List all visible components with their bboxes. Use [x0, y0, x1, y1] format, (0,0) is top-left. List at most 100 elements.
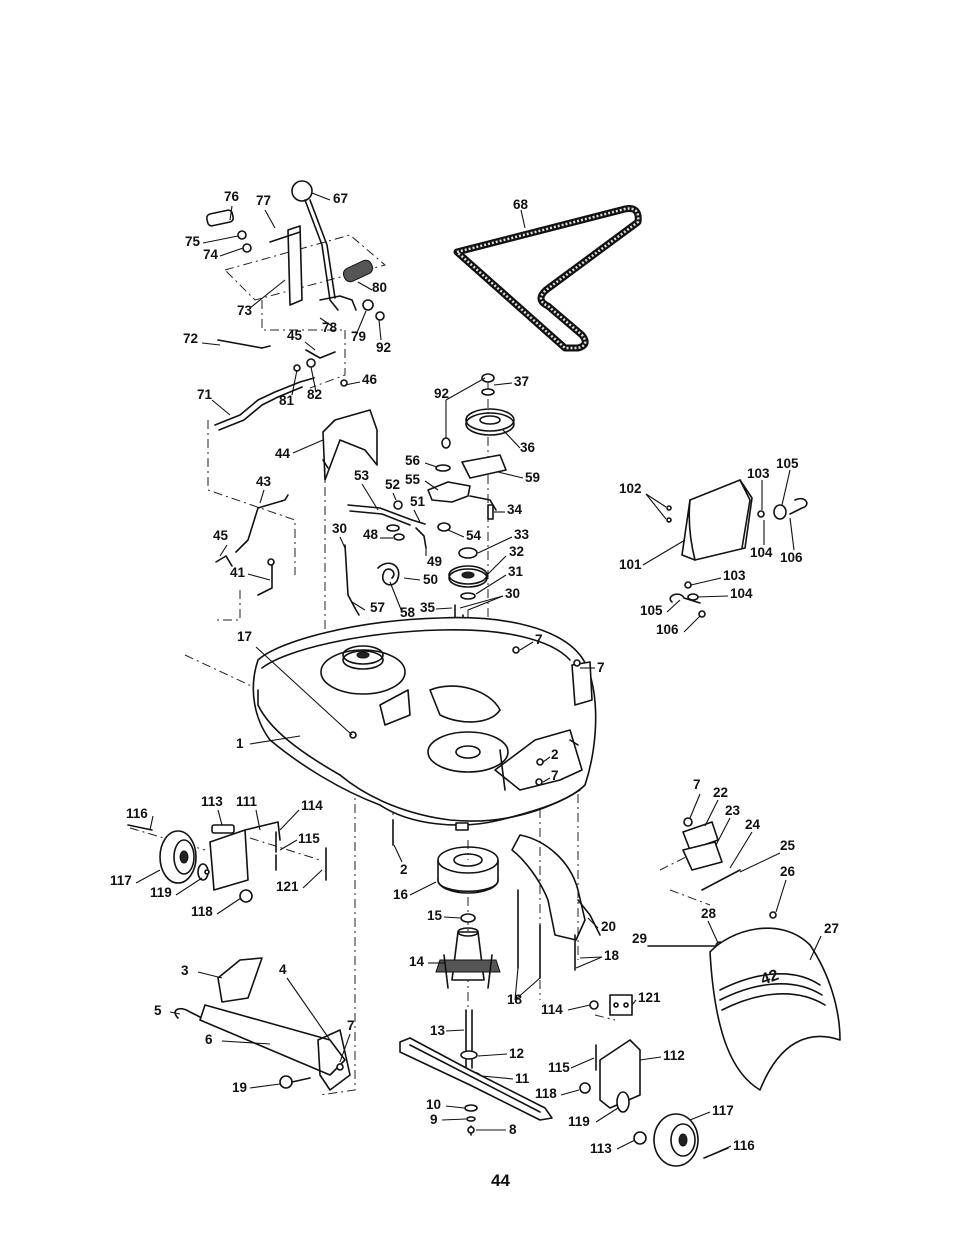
part-label-l58: 58 [400, 605, 416, 620]
part-label-l34: 34 [507, 502, 523, 517]
part-label-l119a: 119 [150, 885, 172, 900]
part-label-l32: 32 [509, 544, 524, 559]
part-label-l117a: 117 [110, 873, 132, 888]
part-label-l7b: 7 [597, 660, 605, 675]
part-label-l2a: 2 [551, 747, 559, 762]
part-label-l68: 68 [513, 197, 529, 212]
part-label-l5: 5 [154, 1003, 162, 1018]
part-label-l78: 78 [322, 320, 338, 335]
part-label-l79: 79 [351, 329, 366, 344]
part-label-l106a: 106 [780, 550, 803, 565]
gauge-wheel-right [579, 994, 729, 1167]
part-label-l31: 31 [508, 564, 524, 579]
part-label-l57: 57 [370, 600, 385, 615]
part-label-l74: 74 [203, 247, 219, 262]
lift-lever-assembly [205, 180, 385, 481]
part-label-l23: 23 [725, 803, 741, 818]
page-number: 44 [491, 1171, 510, 1190]
part-label-l51: 51 [410, 494, 426, 509]
part-label-l121b: 121 [638, 990, 661, 1005]
part-label-l82: 82 [307, 387, 322, 402]
part-label-l14: 14 [409, 954, 425, 969]
part-label-l106b: 106 [656, 622, 679, 637]
part-label-l76: 76 [224, 189, 240, 204]
part-label-l54: 54 [466, 528, 482, 543]
mower-deck [252, 616, 597, 846]
part-label-l102: 102 [619, 481, 642, 496]
part-label-l56: 56 [405, 453, 421, 468]
spindle-blade-assembly [399, 846, 553, 1136]
part-label-l113a: 113 [201, 794, 223, 809]
part-label-l25: 25 [780, 838, 796, 853]
part-label-l114b: 114 [541, 1002, 563, 1017]
part-label-l67: 67 [333, 191, 348, 206]
part-label-l49: 49 [427, 554, 442, 569]
part-label-l121a: 121 [276, 879, 299, 894]
part-label-l115b: 115 [548, 1060, 570, 1075]
part-label-l9: 9 [430, 1112, 438, 1127]
part-label-l27: 27 [824, 921, 839, 936]
part-label-l72: 72 [183, 331, 198, 346]
part-label-l105a: 105 [776, 456, 799, 471]
part-label-l3: 3 [181, 963, 189, 978]
part-label-l73: 73 [237, 303, 253, 318]
part-label-l112: 112 [663, 1048, 685, 1063]
part-label-l119b: 119 [568, 1114, 590, 1129]
part-label-l41: 41 [230, 565, 246, 580]
part-label-l28: 28 [701, 906, 717, 921]
part-label-l7c: 7 [551, 768, 559, 783]
part-label-l50: 50 [423, 572, 438, 587]
part-label-l29: 29 [632, 931, 647, 946]
part-label-l18b: 18 [507, 992, 523, 1007]
part-label-l80: 80 [372, 280, 387, 295]
part-label-l71: 71 [197, 387, 213, 402]
part-label-l15: 15 [427, 908, 443, 923]
part-label-l103a: 103 [747, 466, 770, 481]
part-label-l104b: 104 [730, 586, 753, 601]
part-label-l19: 19 [232, 1080, 247, 1095]
part-label-l26: 26 [780, 864, 796, 879]
part-label-l43: 43 [256, 474, 272, 489]
part-label-l36: 36 [520, 440, 536, 455]
part-label-l17: 17 [237, 629, 252, 644]
part-label-l7d: 7 [693, 777, 701, 792]
part-label-l45b: 45 [213, 528, 229, 543]
part-label-l37: 37 [514, 374, 529, 389]
part-label-l52: 52 [385, 477, 400, 492]
deflector-assembly: 42 [511, 817, 841, 1091]
part-label-l113b: 113 [590, 1141, 612, 1156]
part-label-l55: 55 [405, 472, 421, 487]
part-label-l115a: 115 [298, 831, 320, 846]
part-label-l33: 33 [514, 527, 530, 542]
belt-guard [666, 479, 808, 618]
leader-lines [135, 192, 822, 1153]
part-label-l12: 12 [509, 1046, 524, 1061]
drive-belt [453, 205, 642, 352]
part-label-l11: 11 [515, 1071, 530, 1086]
part-label-l22: 22 [713, 785, 728, 800]
part-label-l35: 35 [420, 600, 436, 615]
part-label-l8: 8 [509, 1122, 517, 1137]
part-label-l75: 75 [185, 234, 201, 249]
part-label-l81: 81 [279, 393, 295, 408]
part-label-l1: 1 [236, 736, 244, 751]
part-label-l30a: 30 [332, 521, 347, 536]
part-label-l48: 48 [363, 527, 379, 542]
part-label-l105b: 105 [640, 603, 663, 618]
part-label-l118b: 118 [535, 1086, 557, 1101]
part-label-l13: 13 [430, 1023, 446, 1038]
part-label-l7a: 7 [535, 632, 543, 647]
part-label-l101: 101 [619, 557, 642, 572]
part-label-l116a: 116 [126, 806, 148, 821]
part-label-l24: 24 [745, 817, 761, 832]
part-label-l45a: 45 [287, 328, 303, 343]
part-label-l6: 6 [205, 1032, 213, 1047]
deck-badge: 42 [759, 967, 782, 989]
part-label-l46: 46 [362, 372, 378, 387]
gauge-wheel-left [127, 821, 327, 903]
part-label-l44: 44 [275, 446, 291, 461]
part-label-l10: 10 [426, 1097, 441, 1112]
part-label-l92a: 92 [376, 340, 391, 355]
